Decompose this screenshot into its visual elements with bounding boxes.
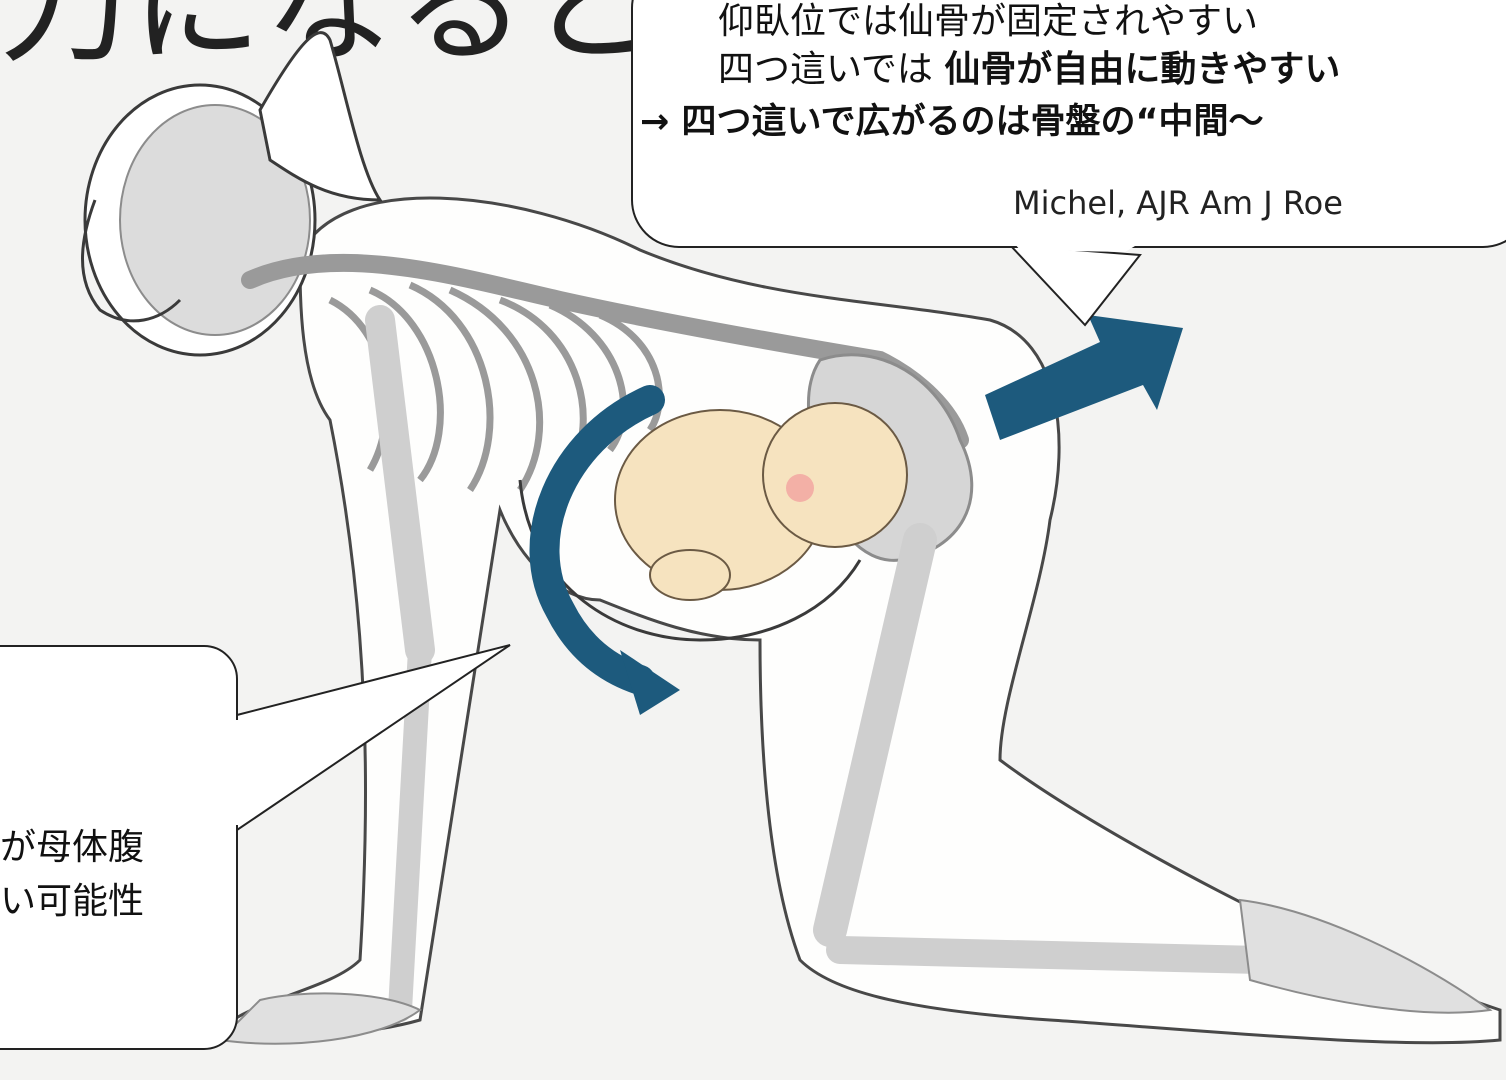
callout-top-line1: 仰臥位では仙骨が固定されやすい bbox=[718, 0, 1258, 44]
callout-top-line2: 四つ這いでは 仙骨が自由に動きやすい bbox=[718, 48, 1340, 92]
line2-bold: 仙骨が自由に動きやすい bbox=[944, 49, 1340, 90]
citation: Michel, AJR Am J Roe bbox=[1013, 183, 1343, 223]
callout-bottom-line2: い可能性 bbox=[0, 880, 144, 924]
callout-top-line3: → 四つ這いで広がるのは骨盤の“中間～ bbox=[640, 100, 1263, 144]
callout-bottom-line1: が母体腹 bbox=[0, 826, 144, 870]
line2-prefix: 四つ這いでは bbox=[718, 49, 944, 90]
